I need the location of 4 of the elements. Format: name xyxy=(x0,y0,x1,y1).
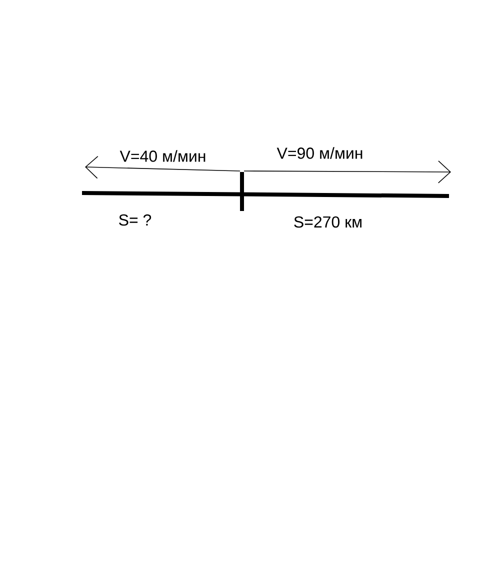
speed-label: V=90 м/мин xyxy=(276,147,362,159)
distance-label: S= ? xyxy=(119,214,152,226)
distance-label: S=270 км xyxy=(294,216,362,228)
speed-label: V=40 м/мин xyxy=(120,150,206,162)
